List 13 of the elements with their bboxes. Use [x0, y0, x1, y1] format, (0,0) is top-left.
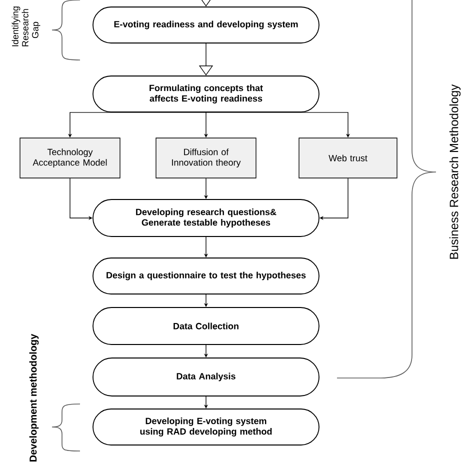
process-stadium: Data Analysis [92, 358, 320, 396]
process-stadium: E-voting readiness and developing system [92, 6, 320, 44]
concept-box: Technology Acceptance Model [20, 138, 120, 178]
process-stadium: Developing E-voting system using RAD developing method [92, 408, 320, 446]
process-stadium: Data Collection [92, 307, 320, 345]
process-stadium: Developing research questions& Generate testable hypotheses [92, 199, 320, 237]
side-label: Business Research Methodology [449, 84, 461, 259]
concept-box: Web trust [298, 138, 398, 178]
concept-box: Diffusion of Innovation theory [156, 138, 256, 178]
side-label: Identifying Research Gap [12, 6, 40, 46]
process-stadium: Design a questionnaire to test the hypotheses [92, 258, 320, 294]
side-label: Development methodology [29, 334, 39, 462]
process-stadium: Formulating concepts that affects E-voting readiness [92, 76, 320, 112]
